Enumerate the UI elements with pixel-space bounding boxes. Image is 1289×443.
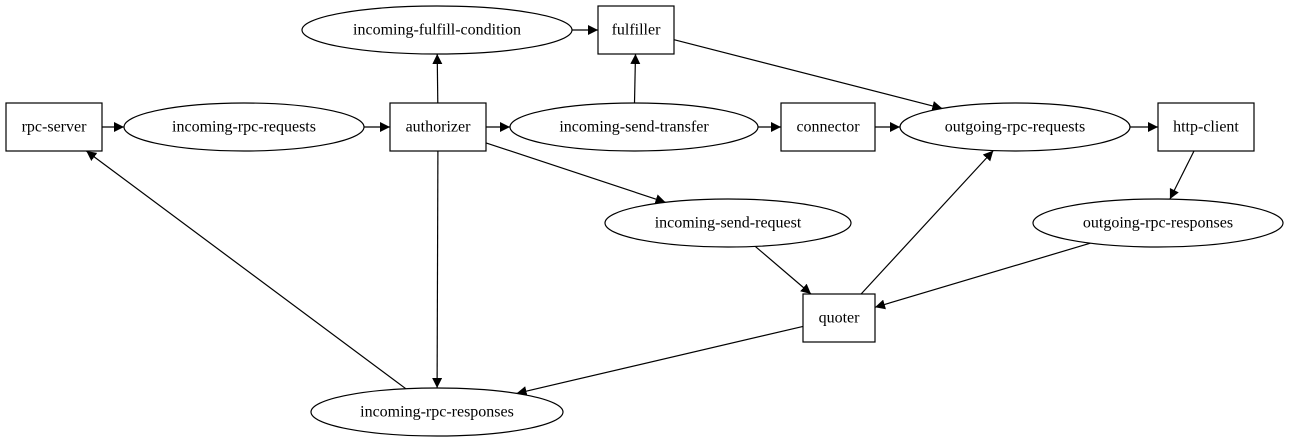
- node-http-client: http-client: [1157, 102, 1255, 152]
- node-incoming-rpc-responses: incoming-rpc-responses: [310, 387, 564, 437]
- node-authorizer-label: authorizer: [406, 119, 472, 136]
- node-incoming-fulfill-condition-label: incoming-fulfill-condition: [353, 22, 521, 39]
- node-fulfiller-shape: [597, 5, 675, 55]
- node-incoming-rpc-responses-label: incoming-rpc-responses: [360, 404, 514, 421]
- node-quoter-shape: [802, 293, 876, 343]
- node-outgoing-rpc-requests: outgoing-rpc-requests: [899, 102, 1131, 152]
- node-fulfiller: fulfiller: [597, 5, 675, 55]
- edge-authorizer-to-incoming-fulfill-condition: [432, 53, 443, 104]
- node-incoming-fulfill-condition-shape: [301, 5, 573, 55]
- node-fulfiller-label: fulfiller: [612, 22, 662, 39]
- node-connector-label: connector: [796, 119, 860, 136]
- node-outgoing-rpc-requests-label: outgoing-rpc-requests: [945, 119, 1085, 136]
- node-outgoing-rpc-responses-shape: [1032, 198, 1284, 248]
- node-http-client-shape: [1157, 102, 1255, 152]
- edge-incoming-send-transfer-to-fulfiller: [630, 53, 641, 104]
- node-incoming-send-request-shape: [604, 198, 852, 248]
- node-connector-shape: [780, 102, 876, 152]
- node-quoter: quoter: [802, 293, 876, 343]
- node-incoming-fulfill-condition: incoming-fulfill-condition: [301, 5, 573, 55]
- edge-incoming-send-request-to-quoter: [754, 245, 812, 295]
- node-quoter-label: quoter: [819, 310, 861, 327]
- node-incoming-send-transfer: incoming-send-transfer: [509, 102, 759, 152]
- edge-incoming-rpc-responses-to-rpc-server: [85, 150, 407, 390]
- edges-layer: [85, 25, 1195, 396]
- node-outgoing-rpc-requests-shape: [899, 102, 1131, 152]
- node-incoming-send-request-label: incoming-send-request: [655, 215, 802, 232]
- node-connector: connector: [780, 102, 876, 152]
- node-incoming-send-transfer-label: incoming-send-transfer: [559, 119, 709, 136]
- edge-authorizer-to-incoming-rpc-responses: [432, 150, 443, 389]
- node-outgoing-rpc-responses-label: outgoing-rpc-responses: [1083, 215, 1233, 232]
- node-rpc-server-label: rpc-server: [22, 119, 88, 136]
- edge-outgoing-rpc-responses-to-quoter: [874, 242, 1091, 310]
- node-authorizer: authorizer: [389, 102, 487, 152]
- node-incoming-rpc-requests-shape: [123, 102, 365, 152]
- node-incoming-send-transfer-shape: [509, 102, 759, 152]
- node-outgoing-rpc-responses: outgoing-rpc-responses: [1032, 198, 1284, 248]
- node-rpc-server: rpc-server: [5, 102, 103, 152]
- edge-http-client-to-outgoing-rpc-responses: [1169, 150, 1195, 200]
- node-http-client-label: http-client: [1173, 119, 1239, 136]
- node-incoming-rpc-requests: incoming-rpc-requests: [123, 102, 365, 152]
- node-incoming-rpc-responses-shape: [310, 387, 564, 437]
- node-authorizer-shape: [389, 102, 487, 152]
- node-rpc-server-shape: [5, 102, 103, 152]
- edge-authorizer-to-incoming-send-request: [485, 142, 666, 204]
- edge-quoter-to-outgoing-rpc-requests: [860, 150, 994, 295]
- node-incoming-rpc-requests-label: incoming-rpc-requests: [172, 119, 316, 136]
- nodes-layer: rpc-server incoming-rpc-requests authorize…: [5, 5, 1284, 437]
- edge-quoter-to-incoming-rpc-responses: [516, 325, 804, 396]
- node-incoming-send-request: incoming-send-request: [604, 198, 852, 248]
- edge-fulfiller-to-outgoing-rpc-requests: [673, 39, 943, 111]
